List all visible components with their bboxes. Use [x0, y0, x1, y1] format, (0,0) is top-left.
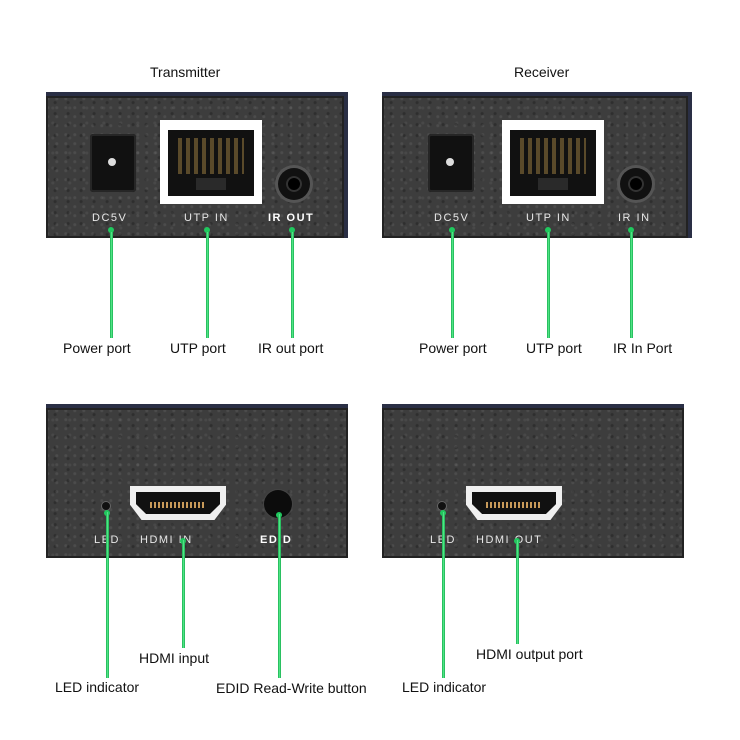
rx-hdmi-output-label: HDMI output port — [476, 646, 583, 662]
tx-hdmi-label: HDMI IN — [140, 534, 193, 546]
tx-hdmi-port — [130, 486, 226, 520]
rx-power-dot — [449, 227, 455, 233]
rx-led-indicator-label: LED indicator — [402, 679, 487, 695]
rx-utp-port — [502, 120, 604, 204]
edid-button-label: EDID Read-Write button — [216, 680, 367, 696]
tx-power-line — [110, 232, 113, 338]
rx-hdmi-port — [466, 486, 562, 520]
tx-ir-label: IR OUT — [268, 212, 315, 224]
rx-utp-line — [547, 232, 550, 338]
rx-ir-dot — [628, 227, 634, 233]
rx-power-line — [451, 232, 454, 338]
tx-ir-dot — [289, 227, 295, 233]
rx-utp-label: UTP IN — [526, 212, 571, 224]
rx-utp-dot — [545, 227, 551, 233]
transmitter-front-panel: LED HDMI IN EDID — [46, 404, 348, 558]
transmitter-title: Transmitter — [150, 64, 221, 80]
rx-dc-label: DC5V — [434, 212, 470, 224]
rx-ir-line — [630, 232, 633, 338]
tx-edid-label: EDID — [260, 534, 293, 546]
tx-hdmi-input-label: HDMI input — [139, 650, 210, 666]
tx-led-indicator-label: LED indicator — [55, 679, 140, 695]
tx-ir-jack — [278, 168, 310, 200]
rx-power-port-label: Power port — [419, 340, 487, 356]
rx-hdmi-line — [516, 540, 519, 644]
tx-ir-port-label: IR out port — [258, 340, 324, 356]
tx-led — [102, 502, 110, 510]
rx-led-line — [442, 512, 445, 678]
receiver-rear-panel: DC5V UTP IN IR IN — [382, 92, 692, 238]
tx-utp-port-label: UTP port — [170, 340, 226, 356]
rx-utp-port-label: UTP port — [526, 340, 582, 356]
rx-hdmi-label: HDMI OUT — [476, 534, 543, 546]
rx-led — [438, 502, 446, 510]
rx-ir-port-label: IR In Port — [613, 340, 673, 356]
tx-utp-label: UTP IN — [184, 212, 229, 224]
tx-dc-jack — [90, 134, 136, 192]
receiver-title: Receiver — [514, 64, 570, 80]
receiver-front-panel: LED HDMI OUT — [382, 404, 684, 558]
tx-dc-label: DC5V — [92, 212, 128, 224]
tx-utp-line — [206, 232, 209, 338]
tx-ir-line — [291, 232, 294, 338]
tx-led-line — [106, 512, 109, 678]
tx-utp-dot — [204, 227, 210, 233]
rx-ir-label: IR IN — [618, 212, 651, 224]
tx-utp-port — [160, 120, 262, 204]
tx-hdmi-line — [182, 540, 185, 648]
rx-dc-jack — [428, 134, 474, 192]
rx-ir-jack — [620, 168, 652, 200]
tx-edid-line — [278, 514, 281, 678]
tx-power-dot — [108, 227, 114, 233]
transmitter-rear-panel: DC5V UTP IN IR OUT — [46, 92, 348, 238]
tx-power-port-label: Power port — [63, 340, 131, 356]
